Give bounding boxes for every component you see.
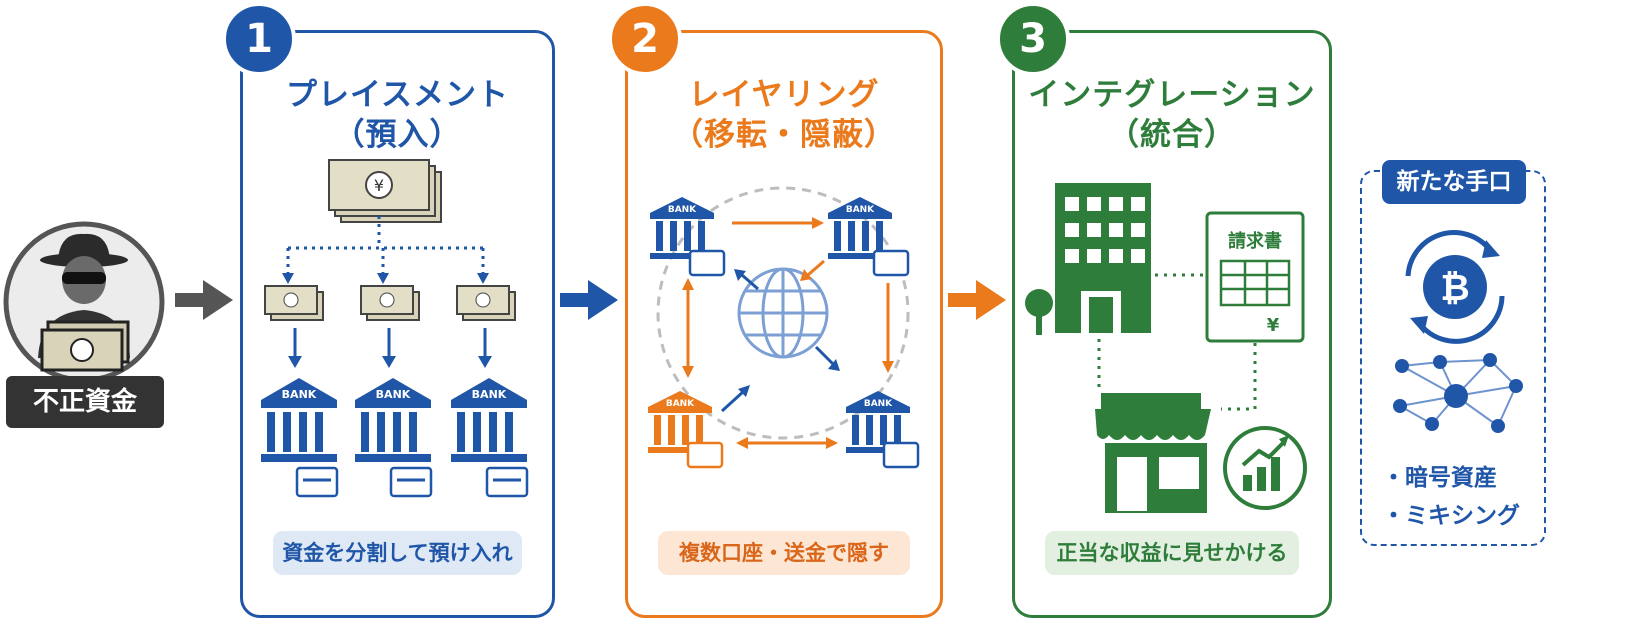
bank-icon: BANK: [828, 197, 892, 259]
globe-icon: [737, 267, 829, 359]
step2-caption: 複数口座・送金で隠す: [658, 531, 910, 575]
step3-title: インテグレーション: [1028, 77, 1316, 113]
bank-icon: BANK: [355, 378, 431, 462]
layering-illustration: BANK BANK BANK BANK: [648, 186, 920, 469]
svg-text:BANK: BANK: [846, 205, 875, 215]
svg-text:BANK: BANK: [668, 205, 697, 215]
source-label: 不正資金: [6, 376, 164, 428]
crypto-illustration: ₿: [1393, 230, 1523, 433]
office-building-icon: [1025, 183, 1151, 335]
step-panel-placement: プレイスメント （預入） ¥ BANK BANK: [240, 30, 555, 618]
invoice-icon: 請求書 ¥: [1205, 211, 1305, 343]
bank-icon: BANK: [451, 378, 527, 462]
step1-caption: 資金を分割して預け入れ: [273, 531, 522, 575]
source-figure: 不正資金: [0, 218, 168, 433]
new-methods-item: ・ミキシング: [1382, 503, 1520, 529]
step1-title: プレイスメント: [285, 77, 510, 113]
svg-text:BANK: BANK: [666, 399, 695, 409]
svg-text:BANK: BANK: [864, 399, 893, 409]
growth-chart-icon: [1223, 426, 1307, 510]
svg-text:請求書: 請求書: [1228, 230, 1282, 252]
step1-number-badge: 1: [222, 2, 296, 76]
bank-icon: BANK: [261, 378, 337, 462]
step3-number-badge: 3: [996, 2, 1070, 76]
step2-subtitle: （移転・隠蔽）: [672, 117, 896, 153]
svg-text:BANK: BANK: [376, 388, 411, 401]
bitcoin-cycle-icon: ₿: [1405, 230, 1505, 344]
step-panel-integration: インテグレーション （統合） 請求書 ¥: [1012, 30, 1332, 618]
flow-arrow-1: [175, 280, 233, 320]
flow-arrow-3: [948, 280, 1006, 320]
new-methods-item: ・暗号資産: [1382, 465, 1497, 491]
step3-subtitle: （統合）: [1108, 117, 1236, 153]
bank-icon: BANK: [648, 391, 712, 453]
bank-icon: BANK: [846, 391, 910, 453]
flow-arrow-2: [560, 280, 618, 320]
step2-title: レイヤリング: [688, 77, 880, 113]
cash-stack-icon: ¥: [328, 159, 442, 223]
shop-icon: [1095, 393, 1211, 513]
integration-illustration: 請求書 ¥: [1025, 183, 1307, 513]
svg-text:₿: ₿: [1440, 268, 1469, 309]
placement-illustration: ¥ BANK BANK BANK: [261, 159, 529, 498]
svg-text:¥: ¥: [1267, 315, 1280, 336]
svg-text:BANK: BANK: [472, 388, 507, 401]
step1-subtitle: （預入）: [333, 117, 462, 153]
svg-text:BANK: BANK: [282, 388, 317, 401]
bank-icon: BANK: [650, 197, 714, 259]
step2-number-badge: 2: [608, 2, 682, 76]
step-panel-layering: レイヤリング （移転・隠蔽） BANK BANK BANK BANK: [625, 30, 943, 618]
network-icon: [1393, 353, 1523, 433]
step3-caption: 正当な収益に見せかける: [1045, 531, 1299, 575]
new-methods-box: 新たな手口 ₿ ・暗号資産 ・ミキシング: [1360, 160, 1546, 546]
criminal-icon: [3, 221, 165, 383]
new-methods-title: 新たな手口: [1382, 160, 1526, 204]
yen-glyph: ¥: [374, 176, 384, 195]
